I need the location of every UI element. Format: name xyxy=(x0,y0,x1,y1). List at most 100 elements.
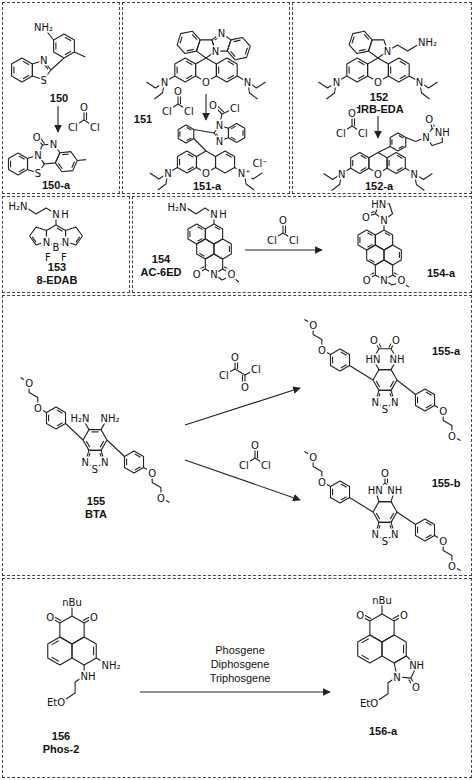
atom-label: Cl xyxy=(67,122,79,133)
atom-label: O xyxy=(201,168,211,179)
bond-line xyxy=(227,37,250,59)
bond-line xyxy=(381,605,382,614)
atom-label: NH xyxy=(408,660,425,671)
bond-line xyxy=(358,635,382,663)
compound-label: 153 xyxy=(47,261,67,273)
bond-line xyxy=(54,34,75,58)
atom-label: N xyxy=(215,120,224,131)
atom-label: S xyxy=(381,535,389,546)
bond-line xyxy=(400,61,406,65)
bond-line xyxy=(376,513,380,519)
bond-line xyxy=(382,635,406,663)
bond-line xyxy=(199,253,204,256)
bond-line xyxy=(367,244,372,247)
atom-label: N xyxy=(33,150,42,161)
atom-label: O xyxy=(45,612,55,623)
bond-line xyxy=(362,639,369,643)
atom-label: N xyxy=(215,135,224,146)
bond-line xyxy=(188,154,194,157)
bond-line xyxy=(341,365,347,368)
compound-label: 155-a xyxy=(431,345,461,357)
atom-label: S xyxy=(40,74,48,85)
atom-label: O xyxy=(226,269,236,280)
bond-line xyxy=(390,513,394,519)
bond-line xyxy=(415,389,434,411)
bond-line xyxy=(179,159,180,166)
atom-label: N xyxy=(160,77,169,88)
atom-label: O xyxy=(250,440,260,451)
atom-label: S xyxy=(34,167,42,178)
bond-line xyxy=(390,133,406,151)
bond-line xyxy=(66,424,83,441)
atom-label: O xyxy=(147,467,157,478)
bond-line xyxy=(175,58,196,82)
bond-line xyxy=(216,58,237,82)
atom-label: Cl xyxy=(357,128,369,139)
atom-label: O xyxy=(308,319,318,330)
bond-line xyxy=(48,637,72,665)
atom-label: NH₂ xyxy=(100,660,121,671)
atom-label: HN xyxy=(365,354,382,365)
atom-label: N xyxy=(217,28,226,39)
atom-label: O xyxy=(411,681,421,692)
bond-line xyxy=(231,137,236,140)
bond-line xyxy=(350,366,373,381)
structure-group xyxy=(8,31,460,700)
bond-line xyxy=(189,231,190,237)
atom-label: N xyxy=(390,528,399,539)
compound-label: 156 xyxy=(51,730,71,742)
bond-line xyxy=(358,75,364,79)
atom-label: N xyxy=(243,77,252,88)
bond-line xyxy=(57,423,63,426)
atom-label: O xyxy=(447,560,457,571)
bond-line xyxy=(367,233,372,236)
bond-line xyxy=(194,130,214,134)
bond-line xyxy=(216,151,235,173)
atom-label: N xyxy=(39,55,48,66)
compound-label: 155 xyxy=(86,495,106,507)
atom-label: Cl⁻ xyxy=(252,158,269,169)
bond-line xyxy=(417,527,418,534)
atom-label: N xyxy=(211,46,220,57)
reagent-name: Diphosgene xyxy=(210,658,271,670)
bond-line xyxy=(13,66,14,73)
bond-line xyxy=(426,535,432,538)
bond-line xyxy=(83,430,107,451)
bond-line xyxy=(341,497,347,500)
compound-label: 151 xyxy=(133,113,153,125)
bond-line xyxy=(228,124,244,143)
reaction-arrow xyxy=(185,388,300,425)
bond-line xyxy=(57,410,63,413)
atom-label: N⁺ xyxy=(237,168,252,179)
bond-line xyxy=(8,153,27,175)
atom-label: NH xyxy=(389,354,406,365)
atom-label: NH₂ xyxy=(33,22,54,33)
atom-label: O xyxy=(278,215,288,226)
atom-label: nBu xyxy=(61,597,83,608)
reagent-name: Triphosgene xyxy=(209,672,272,684)
bond-line xyxy=(417,397,418,404)
bond-line xyxy=(376,381,380,387)
atom-label: O xyxy=(399,610,409,621)
bond-line xyxy=(48,415,49,422)
bond-line xyxy=(19,156,25,159)
bond-line xyxy=(178,125,194,143)
bond-line xyxy=(58,163,62,168)
bond-line xyxy=(231,126,236,129)
bond-line xyxy=(397,168,402,171)
compound-label: 150 xyxy=(49,92,69,104)
atom-label: N xyxy=(42,236,51,247)
atom-label: N xyxy=(379,215,388,226)
atom-label: O xyxy=(24,377,34,388)
atom-label: O xyxy=(317,476,327,487)
bond-line xyxy=(76,237,80,242)
bond-line xyxy=(77,159,86,161)
bond-line xyxy=(242,130,243,136)
reaction-arrow xyxy=(245,249,322,250)
bond-line xyxy=(177,151,196,173)
atom-label: Cl xyxy=(183,106,195,117)
atom-label: H₂N xyxy=(166,202,187,213)
compound-label: 154-a xyxy=(426,267,456,279)
atom-label: N xyxy=(371,528,380,539)
bond-line xyxy=(71,607,72,616)
